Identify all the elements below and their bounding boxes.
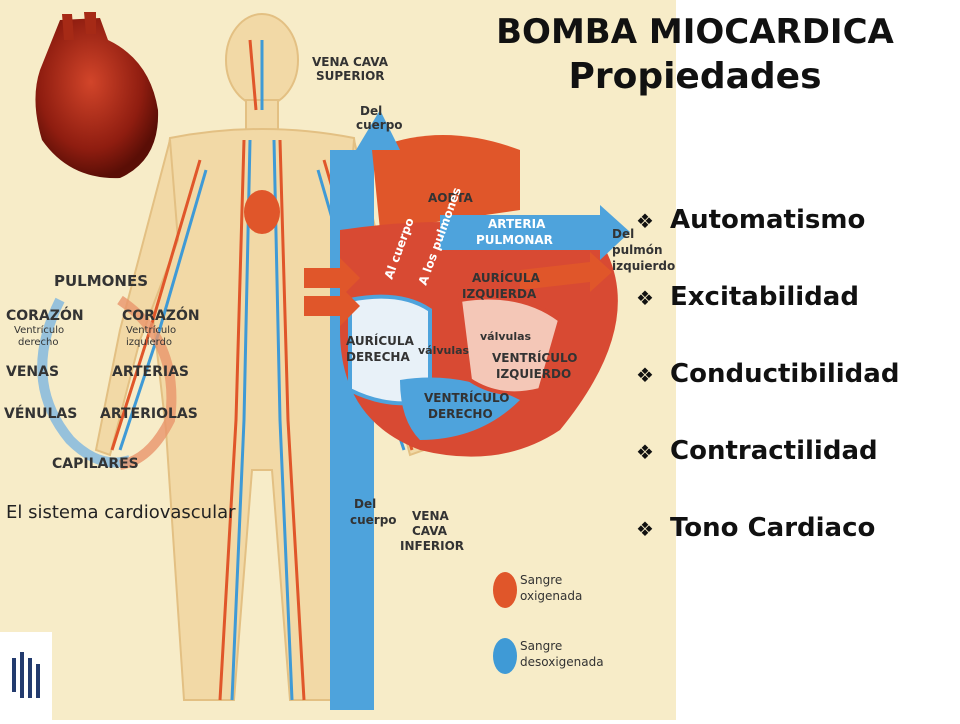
property-label: Tono Cardiaco — [670, 513, 876, 543]
label-del-pulmon-1: Del — [612, 227, 634, 241]
cycle-label-venulas: VÉNULAS — [4, 405, 77, 422]
bullet-icon: ❖ — [636, 440, 654, 464]
logo-bars-icon — [12, 652, 40, 698]
cycle-label-ventriculo-izquierdo: Ventrículo — [126, 324, 176, 336]
list-item: ❖ Excitabilidad — [636, 282, 899, 359]
list-item: ❖ Tono Cardiaco — [636, 513, 899, 590]
slide-title: BOMBA MIOCARDICA Propiedades — [430, 10, 960, 100]
property-label: Contractilidad — [670, 436, 878, 466]
list-item: ❖ Contractilidad — [636, 436, 899, 513]
cycle-label-pulmones: PULMONES — [54, 272, 148, 290]
cycle-label-corazon-right: CORAZÓN — [122, 306, 200, 324]
label-arteria-pulmonar-2: PULMONAR — [476, 233, 553, 247]
cycle-label-arteriolas: ARTERIOLAS — [100, 406, 198, 422]
label-auricula-derecha-2: DERECHA — [346, 350, 410, 364]
bullet-icon: ❖ — [636, 209, 654, 233]
legend-swatch-oxigenada — [493, 572, 517, 608]
properties-list: ❖ Automatismo ❖ Excitabilidad ❖ Conductibil… — [636, 205, 899, 590]
legend-oxigenada-line2: oxigenada — [520, 589, 582, 603]
heart-picture-icon — [35, 12, 159, 179]
cycle-label-corazon-left: CORAZÓN — [6, 306, 84, 324]
label-vena-cava-superior-1: VENA CAVA — [312, 55, 389, 69]
legend-swatch-desoxigenada — [493, 638, 517, 674]
label-del-cuerpo-top-1: Del — [360, 104, 382, 118]
cardiovascular-illustration: PULMONES CORAZÓN Ventrículo derecho CORA… — [0, 0, 676, 720]
bullet-icon: ❖ — [636, 286, 654, 310]
logo-icon — [0, 632, 52, 720]
cycle-label-arterias: ARTERIAS — [112, 364, 189, 380]
property-label: Conductibilidad — [670, 359, 900, 389]
label-del-cuerpo-bottom-2: cuerpo — [350, 513, 397, 527]
circulation-cycle: PULMONES CORAZÓN Ventrículo derecho CORA… — [4, 272, 200, 472]
cycle-label-ventriculo-derecho: Ventrículo — [14, 324, 64, 336]
label-auricula-izquierda-1: AURÍCULA — [472, 270, 541, 285]
label-del-cuerpo-top-2: cuerpo — [356, 118, 403, 132]
label-vena-cava-inferior-2: CAVA — [412, 524, 448, 538]
property-label: Automatismo — [670, 205, 866, 235]
bullet-icon: ❖ — [636, 517, 654, 541]
label-arteria-pulmonar-1: ARTERIA — [488, 217, 546, 231]
list-item: ❖ Conductibilidad — [636, 359, 899, 436]
label-del-pulmon-3: izquierdo — [612, 259, 675, 273]
blood-legend: Sangre oxigenada Sangre desoxigenada — [493, 572, 604, 674]
label-del-cuerpo-bottom-1: Del — [354, 497, 376, 511]
title-line-1: BOMBA MIOCARDICA — [496, 12, 894, 52]
label-ventriculo-derecho-2: DERECHO — [428, 407, 493, 421]
legend-desoxigenada-line2: desoxigenada — [520, 655, 604, 669]
list-item: ❖ Automatismo — [636, 205, 899, 282]
property-label: Excitabilidad — [670, 282, 859, 312]
body-heart-icon — [244, 190, 280, 234]
label-vena-cava-superior-2: SUPERIOR — [316, 69, 385, 83]
label-valvulas-center: válvulas — [418, 344, 470, 357]
label-vena-cava-inferior-3: INFERIOR — [400, 539, 464, 553]
label-ventriculo-derecho-1: VENTRÍCULO — [424, 390, 509, 405]
label-ventriculo-izquierdo-1: VENTRÍCULO — [492, 350, 577, 365]
bullet-icon: ❖ — [636, 363, 654, 387]
cycle-label-venas: VENAS — [6, 364, 59, 380]
legend-desoxigenada-line1: Sangre — [520, 639, 562, 653]
label-auricula-izquierda-2: IZQUIERDA — [462, 287, 537, 301]
title-line-2: Propiedades — [568, 56, 822, 97]
cardiovascular-diagram: PULMONES CORAZÓN Ventrículo derecho CORA… — [4, 12, 675, 710]
label-auricula-derecha-1: AURÍCULA — [346, 333, 415, 348]
cycle-label-capilares: CAPILARES — [52, 456, 139, 472]
label-del-pulmon-2: pulmón — [612, 243, 663, 257]
label-aorta: AORTA — [428, 191, 473, 205]
label-vena-cava-inferior-1: VENA — [412, 509, 450, 523]
legend-oxigenada-line1: Sangre — [520, 573, 562, 587]
heart-cross-section — [304, 110, 630, 710]
cycle-label-izquierdo: izquierdo — [126, 337, 172, 348]
diagram-caption: El sistema cardiovascular — [6, 502, 236, 523]
label-valvulas-right: válvulas — [480, 330, 532, 343]
cycle-label-derecho: derecho — [18, 337, 59, 348]
label-ventriculo-izquierdo-2: IZQUIERDO — [496, 367, 571, 381]
